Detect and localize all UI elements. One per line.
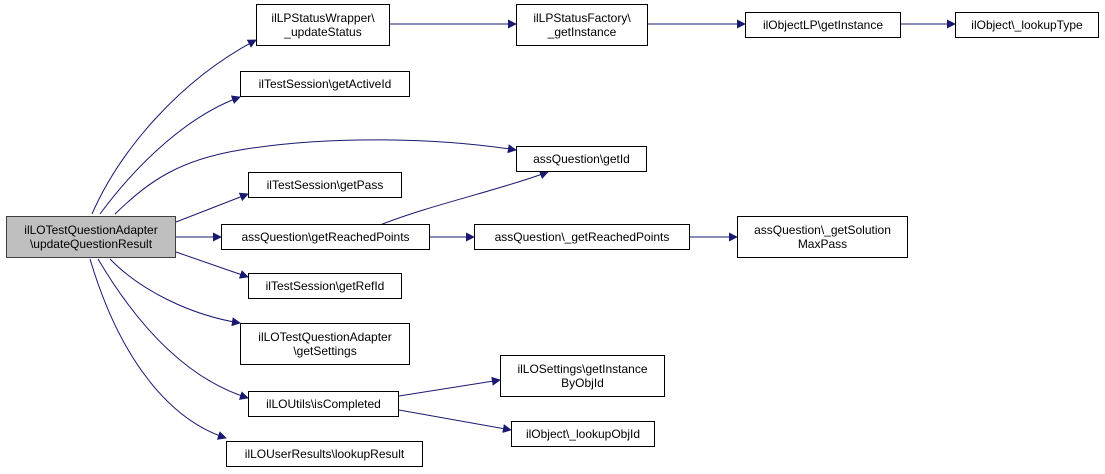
edge-reached-points-to-get-id [379,170,549,226]
node-object-lp-get-instance[interactable]: ilObjectLP\getInstance [745,12,901,38]
node-test-session-get-active-id[interactable]: ilTestSession\getActiveId [240,71,410,97]
edge-root-to-test-session-active-id [99,95,241,215]
node-lo-utils-is-completed[interactable]: ilLOUtils\isCompleted [248,391,399,417]
node-lo-settings-get-instance-by-obj-id[interactable]: ilLOSettings\getInstance ByObjId [500,355,665,397]
node-label-line: MaxPass [797,237,848,251]
node-ass-question-get-solution-max-pass[interactable]: assQuestion\_getSolution MaxPass [737,216,908,258]
node-label-line: ilLOSettings\getInstance [517,362,648,376]
node-lo-user-results-lookup-result[interactable]: ilLOUserResults\lookupResult [226,441,423,467]
node-label-line: ilLOUtils\isCompleted [266,397,381,411]
node-label-line: _getInstance [547,25,617,39]
node-test-session-get-pass[interactable]: ilTestSession\getPass [248,172,402,198]
node-label-line: ilTestSession\getRefId [265,279,385,293]
node-label-line: assQuestion\getReachedPoints [241,230,410,244]
node-label-line: ilObjectLP\getInstance [762,18,884,32]
edge-root-to-test-session-ref-id [175,251,249,279]
edge-root-to-test-session-pass [175,192,249,223]
node-object-lookup-obj-id[interactable]: ilObject\_lookupObjId [511,421,655,447]
edge-root-to-lo-adapter-settings [109,258,241,327]
node-label-line: ilLPStatusFactory\ [533,11,631,25]
node-ass-question-get-reached-points[interactable]: assQuestion\getReachedPoints [221,224,430,250]
node-label-line: _updateStatus [284,25,362,39]
node-label-line: \getSettings [293,344,357,358]
node-label-line: ByObjId [561,376,604,390]
node-lp-status-wrapper-update-status[interactable]: ilLPStatusWrapper\ _updateStatus [256,4,390,46]
node-label-line: assQuestion\_getReachedPoints [494,230,670,244]
node-label-line: ilLOTestQuestionAdapter [258,330,392,344]
edge-root-to-lo-utils-completed [97,258,249,400]
node-label-line: ilTestSession\getActiveId [258,77,392,91]
edge-lo-utils-completed-to-lo-settings-instance [398,376,501,397]
node-ass-question-static-get-reached-points[interactable]: assQuestion\_getReachedPoints [474,224,690,250]
node-object-lookup-type[interactable]: ilObject\_lookupType [955,12,1099,38]
node-label-line: assQuestion\_getSolution [754,223,891,237]
node-lo-test-question-adapter-get-settings[interactable]: ilLOTestQuestionAdapter \getSettings [240,323,410,365]
node-root-update-question-result: ilLOTestQuestionAdapter \updateQuestionR… [6,216,176,258]
edge-root-to-lp-status-wrapper [91,39,257,215]
edge-root-to-ass-question-get-id [114,139,517,215]
node-label-line: \updateQuestionResult [29,237,153,251]
node-label-line: ilLOTestQuestionAdapter [24,223,158,237]
edge-root-to-lo-user-results [89,258,227,440]
node-lp-status-factory-get-instance[interactable]: ilLPStatusFactory\ _getInstance [516,4,648,46]
node-label-line: ilObject\_lookupType [971,18,1083,32]
node-label-line: ilTestSession\getPass [266,178,384,192]
node-test-session-get-ref-id[interactable]: ilTestSession\getRefId [248,273,402,299]
node-label-line: ilLOUserResults\lookupResult [244,447,405,461]
node-label-line: ilObject\_lookupObjId [525,427,641,441]
node-ass-question-get-id[interactable]: assQuestion\getId [516,146,647,172]
edge-lo-utils-completed-to-lookup-obj-id [398,409,512,434]
node-label-line: ilLPStatusWrapper\ [271,11,375,25]
node-label-line: assQuestion\getId [533,152,630,166]
